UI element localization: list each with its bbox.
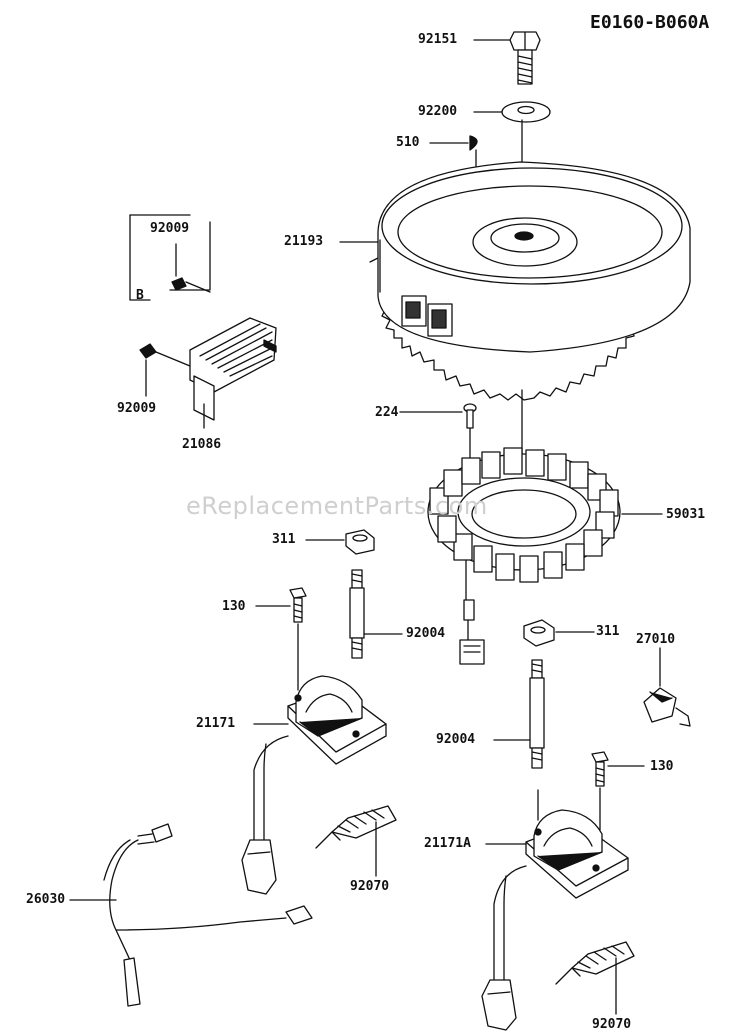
watermark: eReplacementParts.com [186,492,488,520]
coil-21171 [241,675,387,895]
label-bracket-letter[interactable]: B [136,288,144,303]
label-bolt[interactable]: 92151 [418,32,458,47]
label-screw-224[interactable]: 224 [375,405,399,420]
washer-92200 [473,101,551,123]
spark-plug-left [315,805,397,877]
stator-59031 [427,447,663,665]
label-nut-left[interactable]: 311 [272,532,296,547]
flywheel-21193 [339,161,691,401]
label-regulator[interactable]: 21086 [182,437,222,452]
label-key[interactable]: 510 [396,135,420,150]
spark-plug-right [555,941,635,1015]
bolt-92151 [473,31,541,85]
nut-311-right [523,619,595,647]
label-plug-left[interactable]: 92070 [350,879,390,894]
switch-27010 [643,647,691,727]
label-bracket-bolt-top[interactable]: 92009 [150,221,190,236]
screw-130-right [591,751,645,831]
regulator-21086 [139,317,277,429]
label-switch[interactable]: 27010 [636,632,676,647]
label-plug-right[interactable]: 92070 [592,1017,632,1032]
label-bracket-bolt-left[interactable]: 92009 [117,401,157,416]
label-screw-130-right[interactable]: 130 [650,759,674,774]
label-washer[interactable]: 92200 [418,104,458,119]
wire-harness-26030 [69,823,313,1007]
screw-224 [399,403,477,463]
label-stud-right[interactable]: 92004 [436,732,476,747]
label-stator[interactable]: 59031 [666,507,706,522]
screw-130-left [255,587,307,691]
diagram-code: E0160-B060A [590,12,710,33]
label-nut-right[interactable]: 311 [596,624,620,639]
label-stud-left[interactable]: 92004 [406,626,446,641]
regulator-bracket [129,214,211,301]
label-screw-130-left[interactable]: 130 [222,599,246,614]
label-coil-right[interactable]: 21171A [424,836,471,851]
nut-311-left [305,529,375,555]
label-flywheel[interactable]: 21193 [284,234,324,249]
coil-21171A [481,789,629,1031]
stud-92004-right [493,659,545,769]
stud-92004-left [349,569,403,659]
label-coil-left[interactable]: 21171 [196,716,236,731]
label-harness[interactable]: 26030 [26,892,66,907]
